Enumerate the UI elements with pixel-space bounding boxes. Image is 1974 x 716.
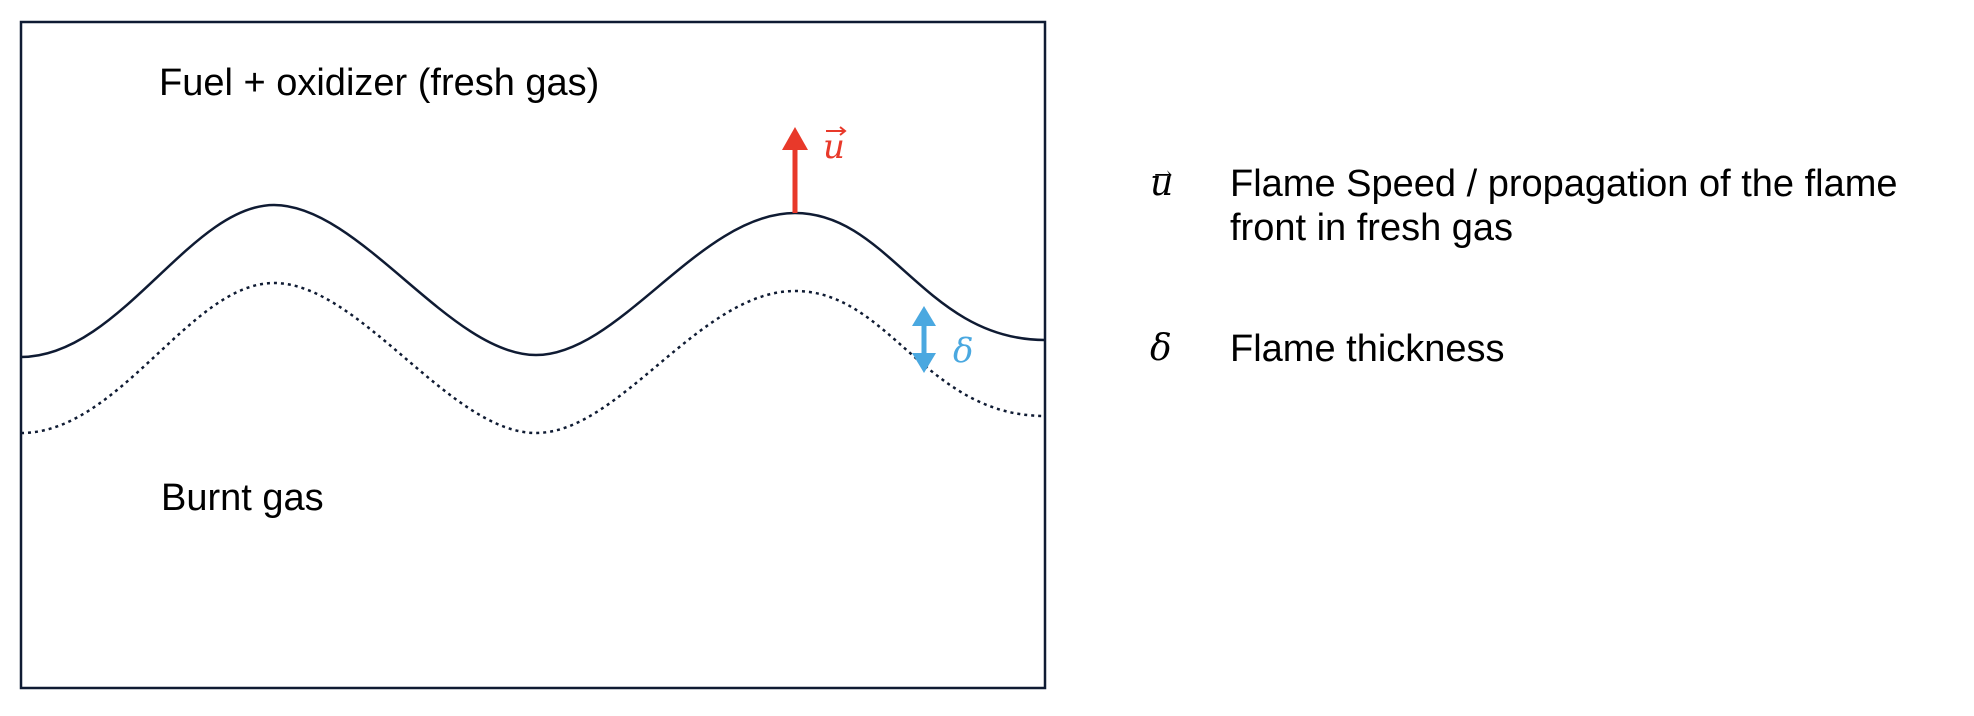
thickness-arrow-head-top	[912, 306, 936, 326]
velocity-arrow-head	[782, 127, 808, 150]
burnt-gas-label: Burnt gas	[161, 477, 324, 519]
legend-item-flame-thickness: δ Flame thickness	[1150, 327, 1974, 371]
fresh-gas-label: Fuel + oxidizer (fresh gas)	[159, 62, 599, 104]
legend-symbol-thickness: δ	[1150, 327, 1230, 371]
flame-front-line	[20, 203, 1046, 359]
flame-front-diagram: u δ Fuel + oxidizer (fresh gas) Burnt ga…	[19, 20, 1047, 690]
flame-thickness-boundary-line	[20, 281, 1046, 435]
vector-arrow-icon: →	[1154, 163, 1173, 188]
legend-item-flame-speed: → u Flame Speed / propagation of the fla…	[1150, 162, 1974, 250]
legend-text-flame-thickness: Flame thickness	[1230, 328, 1505, 370]
velocity-symbol-vector-mark	[826, 126, 847, 136]
thickness-symbol-label: δ	[953, 331, 973, 371]
legend-symbol-text: u	[1150, 163, 1174, 204]
velocity-symbol-label: u	[823, 127, 845, 167]
domain-frame	[19, 20, 1047, 690]
legend-symbol-velocity: → u	[1150, 162, 1230, 206]
thickness-arrow-head-bottom	[912, 353, 936, 373]
legend-symbol-text: δ	[1150, 328, 1172, 369]
legend-text-flame-speed: Flame Speed / propagation of the flame f…	[1230, 163, 1898, 249]
